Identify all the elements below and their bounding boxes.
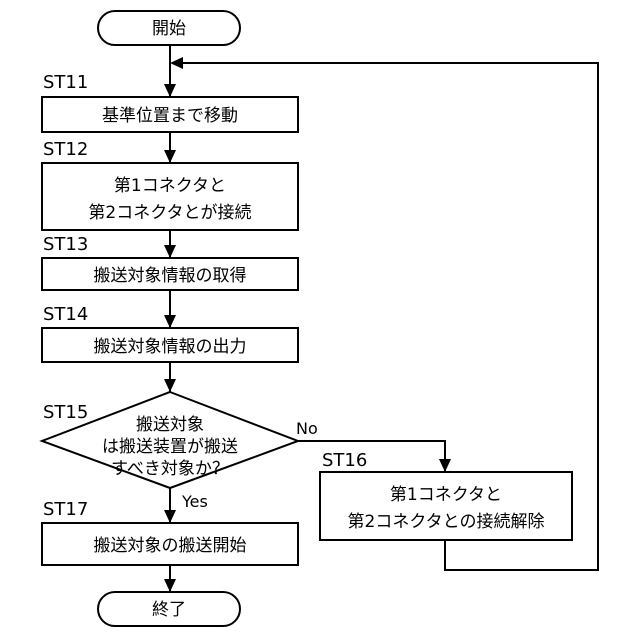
- branch-label-no: No: [296, 419, 318, 438]
- process-label-st13: 搬送対象情報の取得: [94, 266, 247, 286]
- step-id-st13: ST13: [43, 234, 88, 255]
- arrow-head-loop: [170, 57, 183, 69]
- step-id-st11: ST11: [43, 72, 88, 93]
- process-label-st12-line2: 第2コネクタとが接続: [88, 203, 251, 223]
- arrow-head-st16: [439, 459, 451, 472]
- step-id-st14: ST14: [43, 304, 88, 325]
- process-label-st11: 基準位置まで移動: [102, 106, 238, 126]
- arrow-head-st11: [164, 84, 176, 97]
- arrow-head-st17: [164, 510, 176, 523]
- process-label-st16-line1: 第1コネクタと: [390, 485, 502, 505]
- process-label-st14: 搬送対象情報の出力: [94, 337, 247, 357]
- arrow-head-st14: [164, 315, 176, 328]
- start-label: 開始: [152, 19, 186, 39]
- step-id-st12: ST12: [43, 139, 88, 160]
- decision-label-st15-line1: 搬送対象: [136, 415, 204, 435]
- branch-label-yes: Yes: [181, 492, 208, 511]
- process-label-st12-line1: 第1コネクタと: [114, 176, 226, 196]
- arrow-head-st15: [164, 379, 176, 392]
- step-id-st16: ST16: [322, 450, 367, 471]
- arrow-head-end: [164, 579, 176, 592]
- process-label-st17: 搬送対象の搬送開始: [94, 536, 247, 556]
- arrow-head-st13: [164, 245, 176, 258]
- decision-label-st15-line3: すべき対象か？: [111, 459, 229, 479]
- arrow-head-st12: [164, 150, 176, 163]
- connector-st15-st16-no: [298, 441, 445, 472]
- process-label-st16-line2: 第2コネクタとの接続解除: [348, 512, 545, 532]
- end-label: 終了: [152, 600, 186, 620]
- step-id-st15: ST15: [43, 402, 88, 423]
- decision-label-st15-line2: は搬送装置が搬送: [102, 437, 238, 457]
- step-id-st17: ST17: [43, 499, 88, 520]
